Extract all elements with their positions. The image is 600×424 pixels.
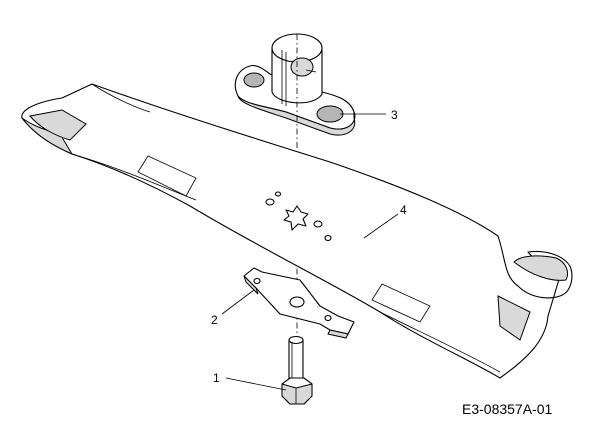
leader-2 [221, 289, 255, 315]
stiffener-plate [243, 267, 355, 339]
blade-adapter [234, 33, 356, 136]
callout-3: 3 [391, 108, 398, 122]
hex-bolt [281, 335, 313, 405]
callout-1: 1 [213, 371, 220, 385]
leader-1 [225, 377, 287, 391]
leader-4 [363, 213, 399, 239]
callout-2: 2 [211, 313, 218, 327]
callout-4: 4 [400, 203, 407, 217]
mower-blade [21, 83, 573, 379]
document-id: E3-08357A-01 [462, 401, 553, 417]
